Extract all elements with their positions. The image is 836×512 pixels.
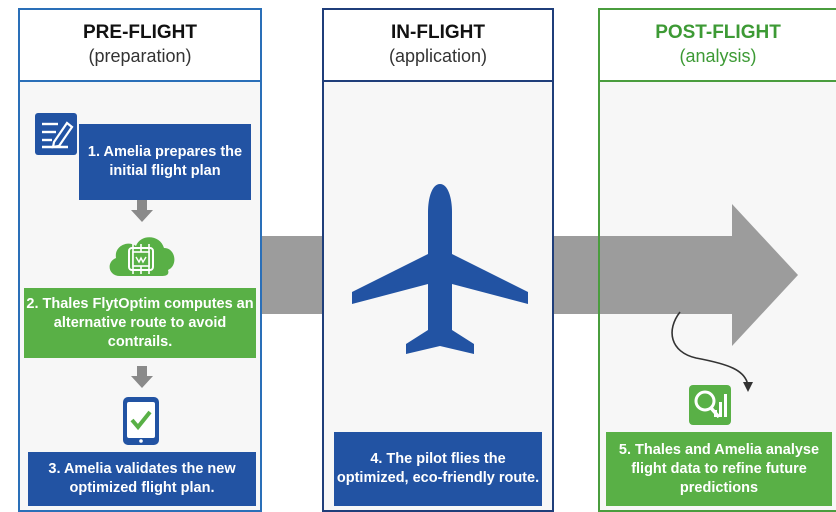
- step-2-text: 2. Thales FlytOptim computes an alternat…: [26, 295, 254, 350]
- cloud-chip-icon: [109, 237, 175, 276]
- arrow-down-icon: [131, 200, 153, 222]
- step-1-text: 1. Amelia prepares the initial flight pl…: [87, 144, 243, 179]
- step-1-box: 1. Amelia prepares the initial flight pl…: [79, 124, 251, 200]
- step-5-text: 5. Thales and Amelia analyse flight data…: [618, 441, 820, 496]
- step-3-text: 3. Amelia validates the new optimized fl…: [48, 461, 236, 496]
- column-in-flight: IN-FLIGHT (application): [322, 8, 554, 512]
- step-3-box: 3. Amelia validates the new optimized fl…: [28, 452, 256, 506]
- column-subtitle: (analysis): [679, 46, 757, 66]
- post-arrow-overlay: [600, 204, 798, 392]
- column-subtitle: (application): [388, 46, 488, 66]
- arrow-down-icon: [131, 366, 153, 388]
- column-header: POST-FLIGHT (analysis): [600, 10, 836, 82]
- column-header: PRE-FLIGHT (preparation): [20, 10, 260, 82]
- analytics-search-icon: [689, 385, 731, 425]
- step-4-text: 4. The pilot flies the optimized, eco-fr…: [336, 451, 540, 486]
- step-4-box: 4. The pilot flies the optimized, eco-fr…: [334, 432, 542, 506]
- document-edit-icon: [35, 113, 77, 155]
- tablet-check-icon: [123, 397, 159, 445]
- step-5-box: 5. Thales and Amelia analyse flight data…: [606, 432, 832, 506]
- column-subtitle: (preparation): [88, 46, 192, 66]
- column-header: IN-FLIGHT (application): [324, 10, 552, 82]
- column-title: PRE-FLIGHT: [83, 22, 197, 43]
- step-2-box: 2. Thales FlytOptim computes an alternat…: [24, 288, 256, 358]
- airplane-icon: [352, 184, 528, 354]
- column-title: IN-FLIGHT: [391, 22, 485, 43]
- column-title: POST-FLIGHT: [655, 22, 781, 43]
